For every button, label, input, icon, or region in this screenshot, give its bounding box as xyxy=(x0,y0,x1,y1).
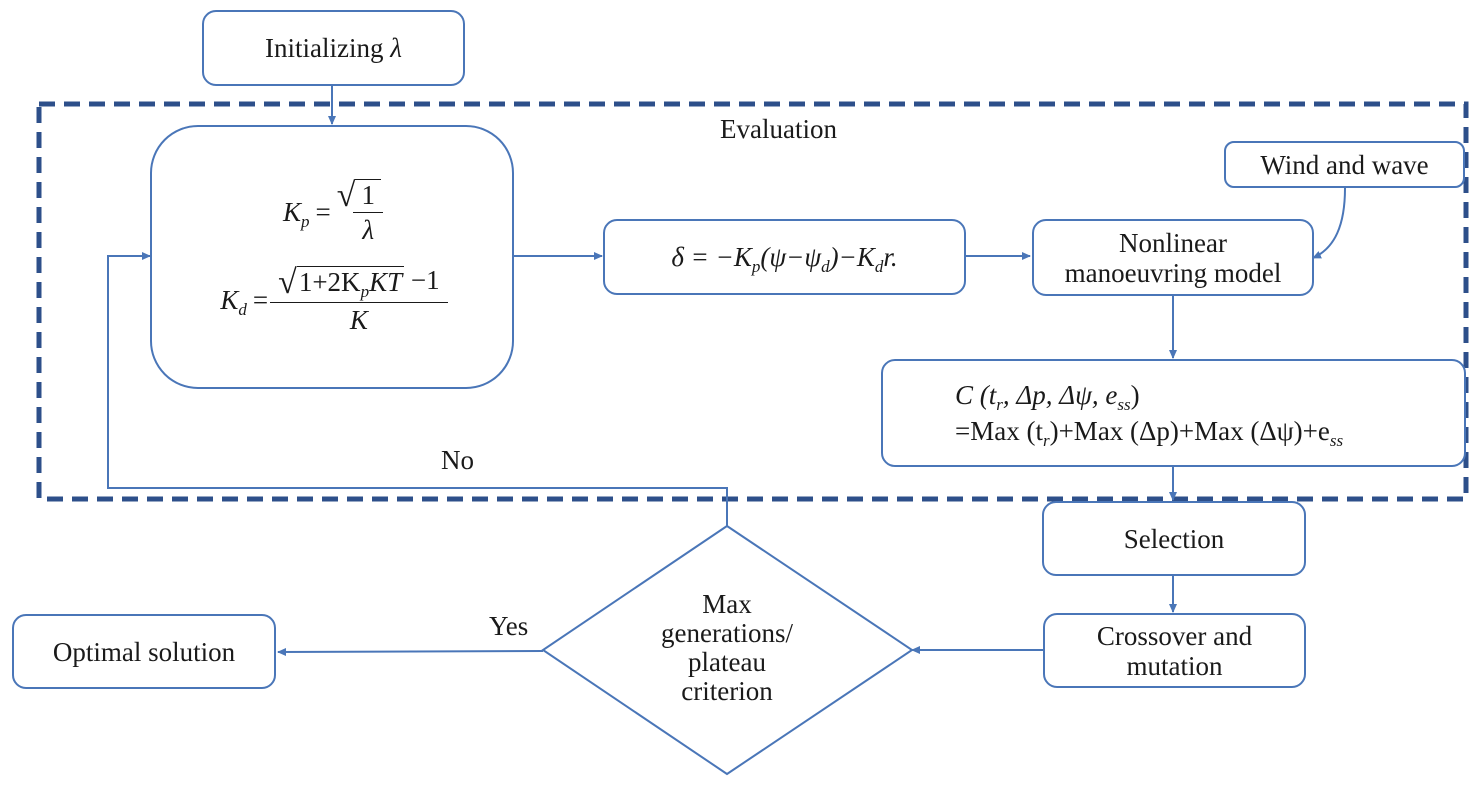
decision-label: Max generations/ plateau criterion xyxy=(661,589,793,706)
selection-node[interactable]: Selection xyxy=(1042,501,1306,576)
edge-label-no: No xyxy=(441,445,474,475)
optimal-solution-node[interactable]: Optimal solution xyxy=(12,614,276,689)
initializing-node[interactable]: Initializing λ xyxy=(202,10,465,86)
arrow-decision-to-optimal xyxy=(277,647,544,656)
initializing-label: Initializing xyxy=(265,33,384,63)
arrow-decision-no-loop xyxy=(107,252,728,526)
decision-diamond[interactable] xyxy=(541,524,914,776)
wind-wave-label: Wind and wave xyxy=(1260,149,1429,180)
cost-line-1: C (tr, Δp, Δψ, ess) xyxy=(955,380,1140,414)
edge-label-yes: Yes xyxy=(489,611,529,641)
crossover-mutation-node[interactable]: Crossover and mutation xyxy=(1043,613,1306,688)
cost-function-node[interactable]: C (tr, Δp, Δψ, ess) =Max (tr)+Max (Δp)+M… xyxy=(881,359,1466,467)
wind-wave-node[interactable]: Wind and wave xyxy=(1224,141,1465,188)
control-law-node[interactable]: δ = −Kp(ψ−ψd)−Kdr. xyxy=(603,219,966,295)
evaluation-frame xyxy=(36,101,1469,502)
arrow-wind-to-model xyxy=(1312,187,1346,259)
lambda-symbol: λ xyxy=(390,33,402,63)
cost-line-2: =Max (tr)+Max (Δp)+Max (Δψ)+ess xyxy=(955,416,1344,450)
kd-formula: Kd = √1+2KpKT −1 K xyxy=(220,265,448,335)
manoeuvring-model-node[interactable]: Nonlinear manoeuvring model xyxy=(1032,219,1314,296)
evaluation-title: Evaluation xyxy=(720,114,837,144)
